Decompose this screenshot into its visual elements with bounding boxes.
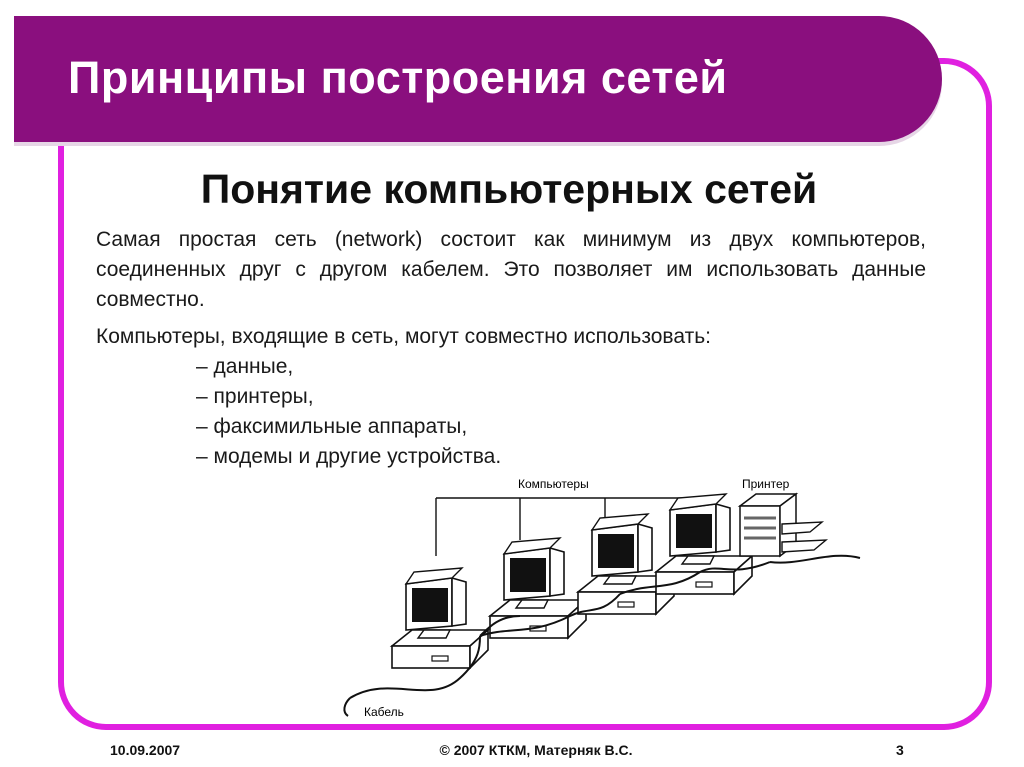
title-bar (14, 16, 942, 142)
cable-label: Кабель (364, 705, 404, 719)
computer-1 (391, 567, 489, 669)
computer-2 (489, 537, 587, 639)
list-item: – принтеры, (196, 385, 314, 408)
printer (737, 492, 829, 558)
intro-paragraph: Самая простая сеть (network) состоит как… (96, 228, 926, 311)
footer-copyright: © 2007 КТКМ, Матерняк В.С. (439, 742, 633, 758)
list-item: – данные, (196, 355, 294, 378)
network-diagram: Компьютеры Принтер Кабель (343, 477, 861, 719)
computer-4 (655, 493, 753, 595)
computers-label: Компьютеры (518, 477, 589, 491)
footer-date: 10.09.2007 (110, 742, 181, 758)
slide-subtitle: Понятие компьютерных сетей (200, 166, 818, 212)
computer-3 (577, 513, 675, 615)
shared-resources-paragraph: Компьютеры, входящие в сеть, могут совме… (96, 325, 711, 348)
slide-title: Принципы построения сетей (68, 52, 728, 103)
shared-resources-list: – данные, – принтеры, – факсимильные апп… (196, 352, 501, 472)
list-item: – факсимильные аппараты, (196, 415, 468, 438)
page-number: 3 (896, 742, 904, 758)
printer-label: Принтер (742, 477, 790, 491)
list-item: – модемы и другие устройства. (196, 445, 502, 468)
